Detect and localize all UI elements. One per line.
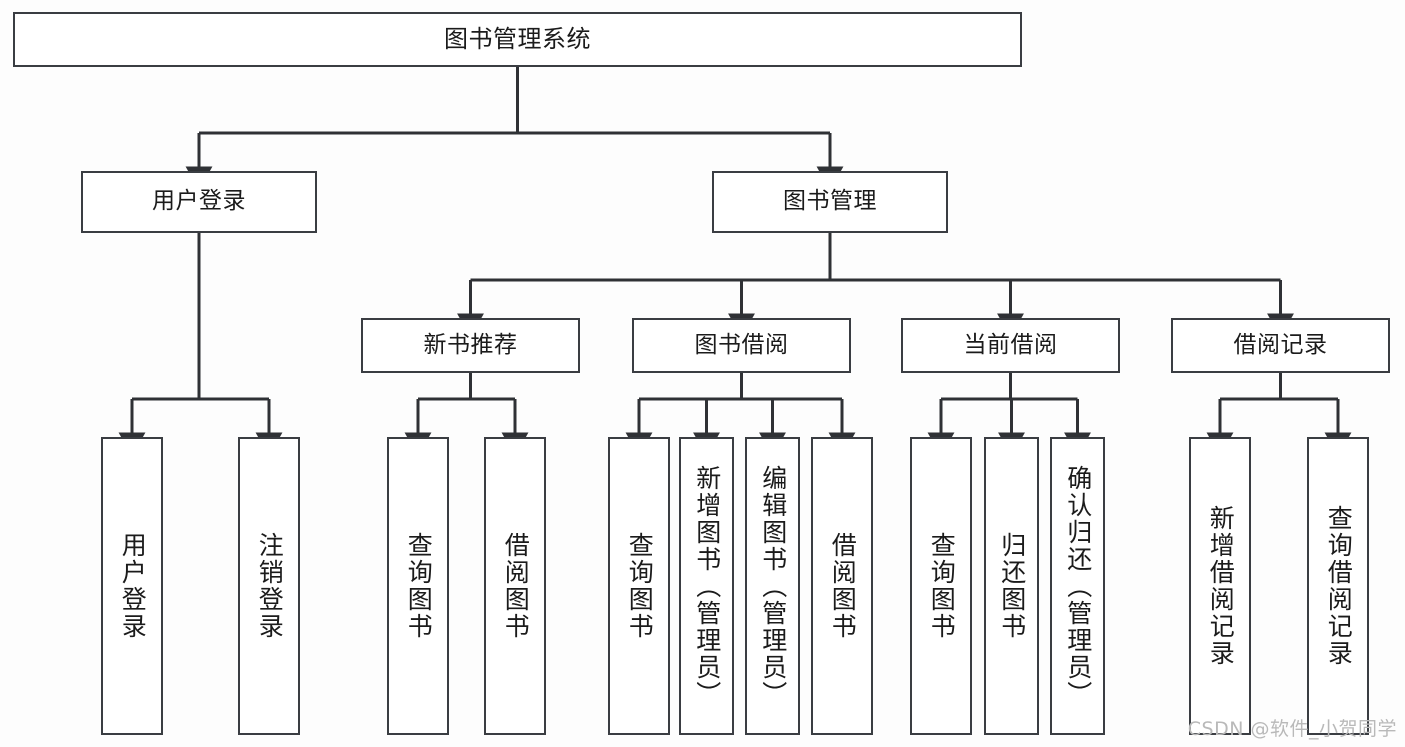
node-leaf-query-record[interactable]: 查询借阅记录 [1307, 437, 1369, 735]
watermark: CSDN @软件_小贺同学 [1187, 718, 1397, 740]
node-leaf-add-record[interactable]: 新增借阅记录 [1189, 437, 1251, 735]
node-root[interactable]: 图书管理系统 [13, 12, 1022, 67]
node-borrow-record-label: 借阅记录 [1233, 331, 1328, 358]
node-leaf-edit-book-label: 编辑图书（管理员） [758, 464, 788, 708]
node-book-borrow-label: 图书借阅 [694, 331, 789, 358]
node-borrow-record[interactable]: 借阅记录 [1171, 318, 1390, 373]
node-leaf-query-book-1[interactable]: 查询图书 [387, 437, 449, 735]
node-leaf-confirm-return[interactable]: 确认归还（管理员） [1050, 437, 1105, 735]
node-leaf-query-book-3-label: 查询图书 [927, 532, 957, 640]
node-leaf-add-book[interactable]: 新增图书（管理员） [679, 437, 734, 735]
node-root-label: 图书管理系统 [444, 25, 591, 54]
node-leaf-return-book[interactable]: 归还图书 [984, 437, 1039, 735]
node-leaf-user-logout-label: 注销登录 [255, 532, 285, 640]
node-leaf-borrow-book-2-label: 借阅图书 [828, 532, 858, 640]
node-new-book-rec[interactable]: 新书推荐 [361, 318, 580, 373]
node-current-borrow-label: 当前借阅 [963, 331, 1058, 358]
node-book-manage[interactable]: 图书管理 [712, 171, 948, 233]
node-leaf-return-book-label: 归还图书 [997, 532, 1027, 640]
node-leaf-query-book-1-label: 查询图书 [404, 532, 434, 640]
node-current-borrow[interactable]: 当前借阅 [901, 318, 1120, 373]
node-leaf-borrow-book-2[interactable]: 借阅图书 [811, 437, 873, 735]
node-user-login[interactable]: 用户登录 [81, 171, 317, 233]
node-user-login-label: 用户登录 [152, 188, 246, 215]
node-leaf-add-record-label: 新增借阅记录 [1206, 505, 1236, 667]
node-leaf-confirm-return-label: 确认归还（管理员） [1063, 464, 1093, 708]
node-leaf-edit-book[interactable]: 编辑图书（管理员） [745, 437, 800, 735]
node-leaf-user-login-label: 用户登录 [118, 532, 148, 640]
node-new-book-rec-label: 新书推荐 [423, 331, 518, 358]
node-leaf-user-login[interactable]: 用户登录 [101, 437, 163, 735]
node-leaf-query-book-2[interactable]: 查询图书 [608, 437, 670, 735]
node-leaf-add-book-label: 新增图书（管理员） [692, 464, 722, 708]
node-leaf-borrow-book-1-label: 借阅图书 [501, 532, 531, 640]
node-leaf-query-book-3[interactable]: 查询图书 [910, 437, 972, 735]
node-book-borrow[interactable]: 图书借阅 [632, 318, 851, 373]
node-leaf-user-logout[interactable]: 注销登录 [238, 437, 300, 735]
node-book-manage-label: 图书管理 [783, 188, 877, 215]
node-leaf-borrow-book-1[interactable]: 借阅图书 [484, 437, 546, 735]
node-leaf-query-record-label: 查询借阅记录 [1324, 505, 1354, 667]
node-leaf-query-book-2-label: 查询图书 [625, 532, 655, 640]
